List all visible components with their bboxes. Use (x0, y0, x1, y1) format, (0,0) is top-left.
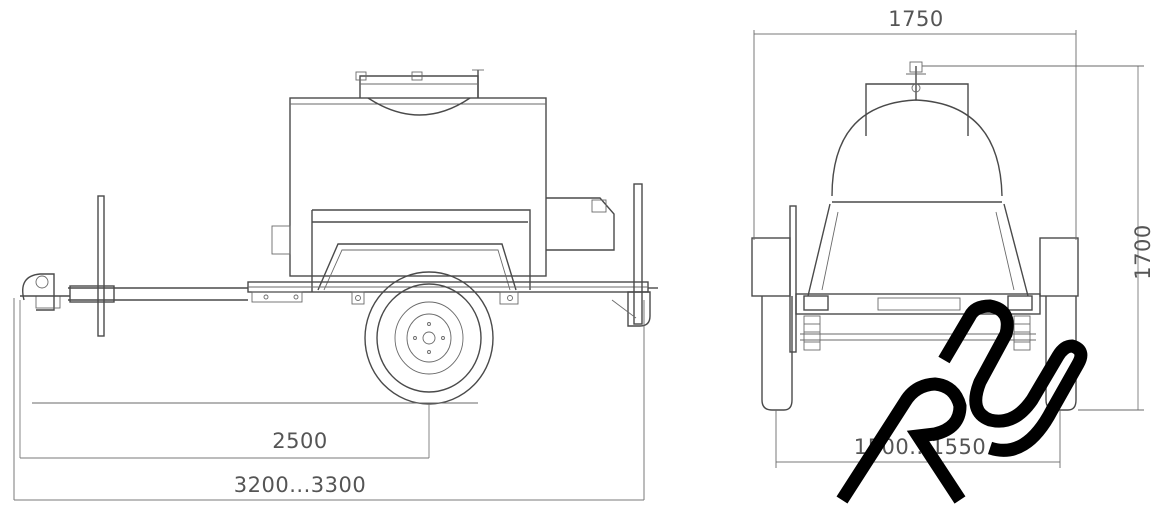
side-dimensions (13, 298, 645, 501)
width-dimension: 1750 (888, 7, 943, 31)
drawbar-side (20, 195, 248, 337)
rear-post-side (611, 183, 658, 327)
tank-side (271, 69, 615, 277)
overall-length-dimension: 3200...3300 (234, 473, 366, 497)
ru-watermark-logo (836, 299, 1088, 504)
height-dimension: 1700 (1131, 224, 1155, 279)
tank-rear (807, 61, 1029, 297)
frame-side (247, 209, 649, 305)
wheelbase-dimension: 2500 (272, 429, 327, 453)
side-view: 2500 3200...3300 (13, 69, 658, 501)
rear-dimensions (753, 30, 1144, 468)
